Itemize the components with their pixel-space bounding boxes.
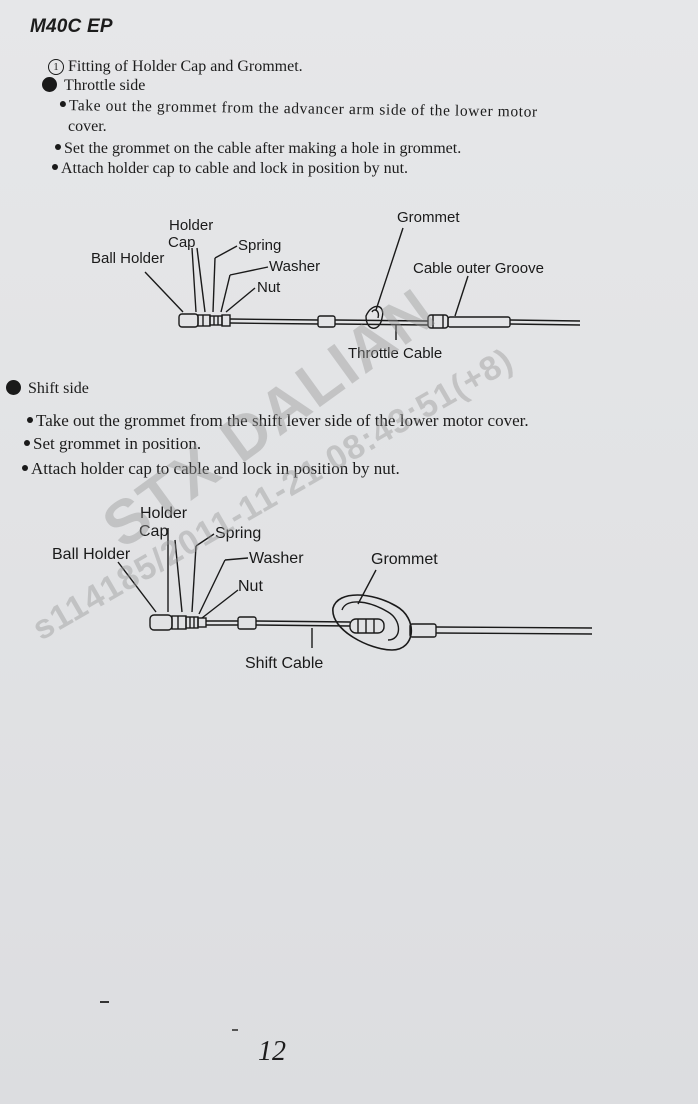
label-holder: Holder	[140, 505, 188, 522]
label-spring: Spring	[238, 237, 282, 254]
label-throttle-cable: Throttle Cable	[348, 345, 443, 362]
bullet-icon	[59, 100, 66, 108]
label-grommet: Grommet	[397, 209, 460, 226]
shift-diagram-drawing	[117, 528, 593, 651]
bullet-icon	[24, 440, 30, 446]
bullet-text: Attach holder cap to cable and lock in p…	[61, 160, 409, 177]
label-cap: Cap	[139, 523, 169, 540]
label-nut: Nut	[238, 578, 263, 595]
bullet-icon	[27, 417, 33, 423]
label-grommet: Grommet	[371, 551, 438, 568]
bullet-text: Set the grommet on the cable after makin…	[64, 140, 462, 157]
bullet-text: Take out the grommet from the shift leve…	[36, 411, 529, 430]
throttle-cable-diagram: Holder Cap Spring Ball Holder Washer Nut…	[0, 200, 698, 370]
heading-bullet-icon	[42, 77, 57, 92]
page-header: M40C EP	[30, 16, 113, 37]
bullet-text: Attach holder cap to cable and lock in p…	[31, 459, 400, 478]
bullet-icon	[55, 144, 61, 150]
label-ball-holder: Ball Holder	[52, 546, 131, 563]
bullet-text: Take out the grommet from the advancer a…	[68, 97, 538, 121]
shift-bullet-3: Attach holder cap to cable and lock in p…	[22, 459, 400, 479]
shift-cable-diagram: Holder Cap Spring Ball Holder Washer Nut…	[0, 500, 698, 680]
throttle-bullet-1-cont: cover.	[68, 118, 107, 135]
throttle-heading-text: Throttle side	[64, 77, 146, 94]
label-cap: Cap	[168, 234, 196, 251]
ink-speck	[232, 1029, 238, 1031]
section-number: 1	[48, 59, 64, 75]
label-washer: Washer	[269, 258, 321, 275]
ink-speck	[100, 1001, 109, 1003]
shift-heading-text: Shift side	[28, 380, 89, 397]
throttle-heading: Throttle side	[42, 77, 145, 95]
bullet-icon	[52, 164, 58, 170]
throttle-bullet-1: Take out the grommet from the advancer a…	[59, 97, 538, 122]
throttle-diagram-drawing	[144, 227, 581, 340]
label-holder: Holder	[169, 217, 214, 234]
throttle-bullet-2: Set the grommet on the cable after makin…	[55, 140, 461, 158]
heading-bullet-icon	[6, 380, 21, 395]
bullet-icon	[22, 465, 28, 471]
page-number: 12	[258, 1036, 286, 1067]
shift-bullet-1: Take out the grommet from the shift leve…	[27, 411, 529, 431]
label-shift-cable: Shift Cable	[245, 655, 324, 672]
shift-bullet-2: Set grommet in position.	[24, 434, 201, 454]
label-nut: Nut	[257, 279, 281, 296]
label-washer: Washer	[249, 550, 304, 567]
section-title: Fitting of Holder Cap and Grommet.	[68, 58, 303, 75]
label-spring: Spring	[215, 525, 262, 542]
label-ball-holder: Ball Holder	[91, 250, 165, 267]
shift-heading: Shift side	[6, 380, 89, 398]
bullet-text: Set grommet in position.	[33, 434, 202, 453]
throttle-bullet-3: Attach holder cap to cable and lock in p…	[52, 160, 408, 178]
label-cable-outer-groove: Cable outer Groove	[413, 260, 544, 277]
